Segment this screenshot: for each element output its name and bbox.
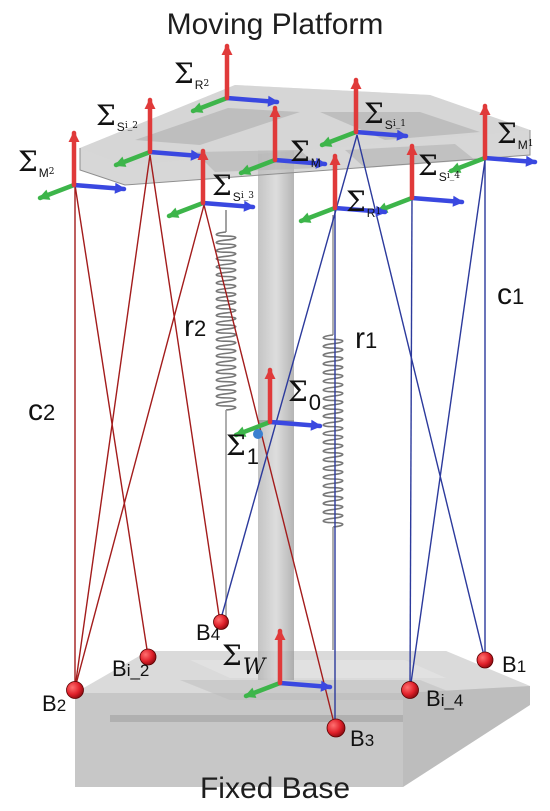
- frame-label-W: ΣW: [222, 639, 266, 680]
- red-cables: [74, 154, 336, 728]
- axis-z-Si3-head: [197, 149, 209, 160]
- frame-triad-M1: [448, 103, 538, 174]
- axis-x-M2-head: [114, 182, 126, 194]
- frame-label-M2: ΣM2: [18, 145, 55, 180]
- axis-z-Si1-head: [350, 78, 362, 89]
- base-label-B4: B4: [196, 620, 221, 645]
- frame-label-M1: ΣM1: [497, 117, 534, 152]
- axis-x-W-head: [320, 680, 332, 692]
- coordinate-axes: [37, 43, 538, 699]
- frame-label-S1: Σ1: [226, 429, 260, 469]
- frame-triad-M: [238, 105, 328, 176]
- base-label-Bi2: Bi_2: [112, 656, 150, 681]
- base-label-B1: B1: [502, 652, 527, 677]
- axis-y-M-head: [239, 164, 252, 175]
- frame-label-R1: ΣR1: [346, 185, 382, 220]
- frame-label-Si1: ΣSi_1: [364, 97, 406, 132]
- anchor-Bi4: [401, 681, 419, 699]
- title-fixed-base: Fixed Base: [199, 772, 351, 805]
- axis-x-R2-head: [267, 95, 279, 107]
- frame-label-S0: Σ0: [288, 375, 322, 415]
- frame-label-Si3: ΣSi_3: [212, 169, 254, 204]
- cable-label-c2: c2: [28, 394, 56, 427]
- axis-y-R1-head: [299, 212, 312, 223]
- axis-x-Si2-head: [190, 149, 202, 161]
- axis-z-S0-head: [264, 368, 276, 379]
- frame-label-Si2: ΣSi_2: [96, 99, 138, 134]
- axis-y-Si2-head: [114, 156, 127, 167]
- spring-r2: [215, 210, 237, 618]
- anchor-B4: [213, 614, 229, 630]
- cable-label-c1: c1: [497, 278, 525, 311]
- frame-origin-S1: [253, 429, 263, 439]
- axis-y-R2-head: [191, 102, 204, 113]
- axis-z-M-head: [269, 106, 281, 117]
- axis-z-R1-head: [329, 154, 341, 165]
- anchor-points: [66, 614, 494, 738]
- axis-x-M1-head: [525, 155, 537, 167]
- frame-label-Si4: ΣSi_4: [418, 149, 460, 184]
- axis-z-W-head: [274, 629, 286, 640]
- cable-label-r1: r1: [355, 322, 378, 355]
- axis-y-S0-head: [234, 426, 247, 437]
- base-label-Bi4: Bi_4: [426, 686, 464, 711]
- frame-triad-R2: [190, 43, 280, 114]
- axis-x-Si1-head: [396, 129, 408, 141]
- axis-z-Si4-head: [406, 144, 418, 155]
- anchor-B1: [476, 651, 494, 669]
- axis-z-R2-head: [221, 44, 233, 55]
- axis-y-W-head: [244, 687, 257, 698]
- anchor-B3: [326, 718, 346, 738]
- frame-triad-M2: [37, 130, 127, 201]
- frame-triad-Si2: [113, 97, 203, 168]
- axis-y-M2-head: [38, 189, 51, 200]
- frame-triad-Si3: [166, 148, 256, 219]
- axis-x-R1-head: [375, 205, 387, 217]
- frame-triad-Si1: [319, 77, 409, 148]
- frame-label-R2: ΣR2: [174, 57, 210, 92]
- axis-z-M2-head: [68, 131, 80, 142]
- axis-z-Si2-head: [144, 98, 156, 109]
- axis-x-S0-head: [310, 419, 322, 431]
- axis-x-M-head: [315, 157, 327, 169]
- base-label-B3: B3: [350, 726, 375, 751]
- cable-label-r2: r2: [184, 310, 207, 343]
- spring-r1: [322, 215, 344, 650]
- axis-y-Si1-head: [320, 136, 333, 147]
- frame-label-M: ΣM: [290, 135, 321, 170]
- axis-y-Si3-head: [167, 207, 180, 218]
- frame-triad-R1: [298, 153, 388, 224]
- anchor-B2: [66, 681, 84, 699]
- axis-y-M1-head: [449, 162, 462, 173]
- anchor-Bi2: [139, 648, 157, 666]
- frame-triad-W: [243, 628, 333, 699]
- axis-z-M1-head: [479, 104, 491, 115]
- base-label-B2: B2: [42, 691, 67, 716]
- frame-triad-S0: [233, 367, 323, 438]
- axis-x-Si4-head: [452, 195, 464, 207]
- title-moving-platform: Moving Platform: [166, 8, 384, 41]
- blue-cables: [219, 134, 486, 727]
- axis-x-Si3-head: [243, 200, 255, 212]
- central-post: [258, 150, 294, 680]
